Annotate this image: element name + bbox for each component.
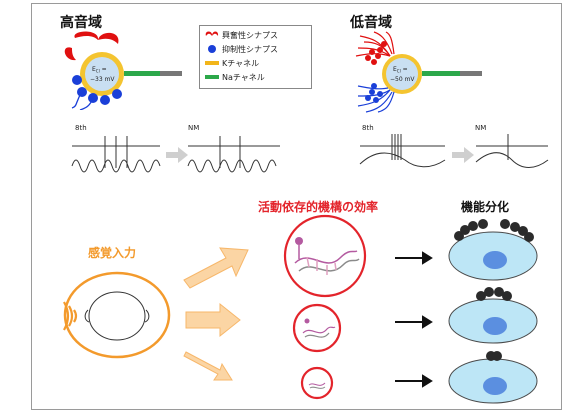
trace-label-high-8th: 8th (75, 124, 87, 132)
legend-label-na-channel: Naチャネル (222, 73, 265, 82)
inhibitory-synapse-icon (72, 75, 122, 105)
electrophysiology-traces (71, 134, 549, 173)
nucleus (483, 317, 507, 335)
k-channel-icon (205, 61, 219, 65)
excitatory-synapse-icon (355, 31, 395, 57)
legend-icons (205, 31, 219, 79)
nucleus (483, 377, 507, 395)
trace-label-low-nm: NM (475, 124, 487, 132)
differentiation-title: 機能分化 (461, 200, 510, 214)
dna-icon (294, 237, 360, 275)
low-frequency-title: 低音域 (350, 15, 392, 31)
nucleus (483, 251, 507, 269)
gray-arrow-icon (166, 147, 188, 163)
excitatory-synapse-icon (205, 31, 213, 36)
sound-wave-icon (63, 301, 78, 331)
small-arrow-icon (183, 351, 233, 381)
inhibitory-synapse-icon (208, 45, 216, 53)
figure-frame (31, 3, 562, 410)
trace-label-low-8th: 8th (362, 124, 374, 132)
low-efficiency-circle (300, 366, 334, 400)
trace-label-high-nm: NM (188, 124, 200, 132)
orange-arrows (183, 247, 249, 381)
na-channel-icon (205, 75, 219, 79)
differentiated-cells (448, 219, 538, 404)
high-frequency-title: 高音域 (60, 15, 102, 31)
large-arrow-icon (183, 247, 249, 289)
legend: 興奮性シナプス 抑制性シナプス Kチャネル Naチャネル (199, 25, 312, 89)
efficiency-title: 活動依存的機構の効率 (258, 200, 379, 214)
low-ecl-label: ECl = (393, 66, 408, 74)
black-arrows (395, 251, 433, 388)
medium-efficiency-circle (292, 303, 342, 353)
low-frequency-neuron: ECl = −50 mV (355, 31, 482, 113)
efficiency-circles (283, 214, 367, 400)
medium-arrow-icon (185, 302, 241, 338)
receptor-cluster-icon (486, 351, 502, 361)
legend-label-k-channel: Kチャネル (222, 59, 260, 68)
high-ecl-label: ECl = (92, 66, 107, 74)
sensory-input-title: 感覚入力 (88, 246, 137, 260)
receptor-cluster-icon (454, 219, 534, 242)
sensory-input-head (63, 271, 171, 359)
excitatory-synapse-icon (64, 31, 119, 61)
gray-arrow-icon (452, 147, 474, 163)
high-ecl-value: −33 mV (90, 76, 115, 83)
high-efficiency-circle (283, 214, 367, 298)
legend-label-inhibitory: 抑制性シナプス (222, 45, 278, 54)
legend-label-excitatory: 興奮性シナプス (222, 31, 278, 40)
high-frequency-neuron: ECl = −33 mV (64, 31, 182, 110)
low-ecl-value: −50 mV (390, 76, 415, 83)
receptor-cluster-icon (476, 287, 512, 301)
